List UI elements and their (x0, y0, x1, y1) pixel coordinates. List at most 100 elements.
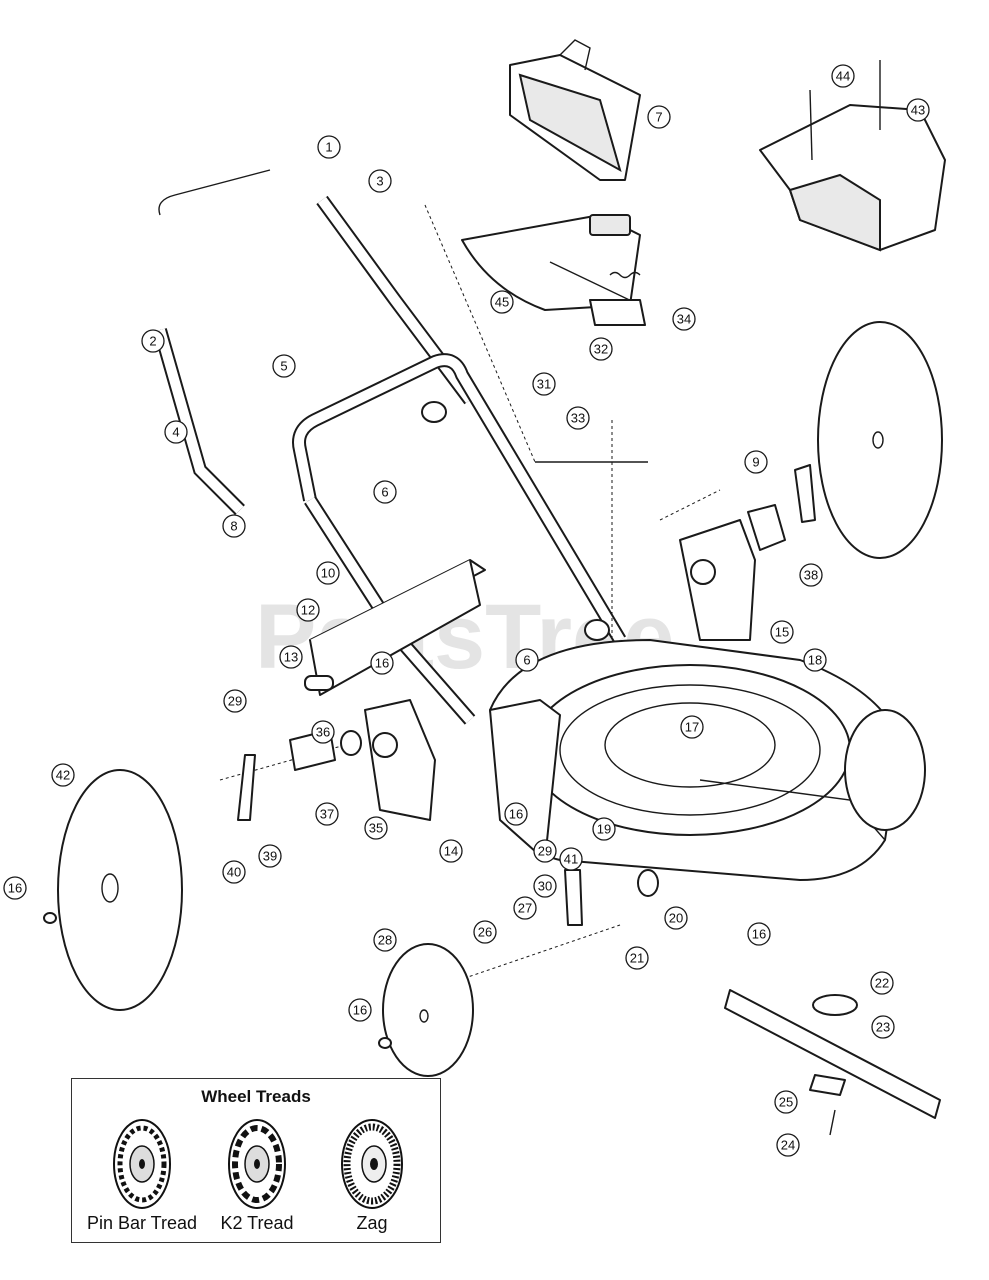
callout-30: 30 (533, 874, 557, 898)
callout-17: 17 (680, 715, 704, 739)
knob-upper (421, 401, 447, 423)
callout-number: 16 (509, 807, 523, 822)
callout-number: 19 (597, 822, 611, 837)
callout-number: 40 (227, 865, 241, 880)
callout-number: 37 (320, 807, 334, 822)
callout-number: 18 (808, 653, 822, 668)
callout-38: 38 (799, 563, 823, 587)
callout-number: 22 (875, 976, 889, 991)
height-lever-left (237, 754, 256, 821)
callout-number: 13 (284, 650, 298, 665)
callout-number: 1 (325, 140, 332, 155)
callout-number: 39 (263, 849, 277, 864)
callout-number: 21 (630, 951, 644, 966)
callout-number: 6 (523, 653, 530, 668)
callout-6: 6 (373, 480, 397, 504)
callout-12: 12 (296, 598, 320, 622)
callout-29: 29 (533, 839, 557, 863)
rear-axle-bracket-left (364, 699, 436, 821)
mulch-cover (759, 60, 946, 252)
callout-number: 17 (685, 720, 699, 735)
callout-number: 5 (280, 359, 287, 374)
callout-number: 35 (369, 821, 383, 836)
callout-10: 10 (316, 561, 340, 585)
callout-number: 16 (8, 881, 22, 896)
callout-number: 8 (230, 519, 237, 534)
tread-option-zag: Zag (312, 1117, 432, 1234)
callout-28: 28 (373, 928, 397, 952)
hinge-rod-assembly (549, 261, 646, 326)
callout-2: 2 (141, 329, 165, 353)
wheel-treads-legend: Wheel Treads Pin Bar Tread K2 Tread Zag (71, 1078, 441, 1243)
callout-labels: 1234567891012131415161616161617181920212… (3, 64, 930, 1157)
callout-number: 15 (775, 625, 789, 640)
callout-number: 31 (537, 377, 551, 392)
callout-number: 29 (228, 694, 242, 709)
callout-number: 41 (564, 852, 578, 867)
callout-1: 1 (317, 135, 341, 159)
callout-19: 19 (592, 817, 616, 841)
callout-45: 45 (490, 290, 514, 314)
callout-22: 22 (870, 971, 894, 995)
tread-label-pin-bar: Pin Bar Tread (86, 1213, 198, 1233)
callout-42: 42 (51, 763, 75, 787)
callout-number: 33 (571, 411, 585, 426)
height-lever-right (794, 464, 816, 523)
callout-8: 8 (222, 514, 246, 538)
callout-7: 7 (647, 105, 671, 129)
legend-title: Wheel Treads (201, 1087, 311, 1106)
callout-27: 27 (513, 896, 537, 920)
pin-bar-tread-wheel-icon (113, 1119, 171, 1209)
callout-number: 2 (149, 334, 156, 349)
callout-16: 16 (370, 651, 394, 675)
wheel-front (382, 943, 474, 1077)
callout-16: 16 (504, 802, 528, 826)
callout-15: 15 (770, 620, 794, 644)
callout-number: 36 (316, 725, 330, 740)
callout-number: 32 (594, 342, 608, 357)
callout-37: 37 (315, 802, 339, 826)
tread-label-zag: Zag (356, 1213, 388, 1233)
callout-number: 43 (911, 103, 925, 118)
callout-14: 14 (439, 839, 463, 863)
callout-32: 32 (589, 337, 613, 361)
rear-shield-bracket (304, 559, 486, 696)
callout-36: 36 (311, 720, 335, 744)
rear-axle-bracket-right (679, 519, 756, 641)
zag-tread-wheel-icon (341, 1119, 403, 1209)
mower-deck (489, 639, 926, 881)
callout-21: 21 (625, 946, 649, 970)
mower-blade (724, 989, 941, 1136)
callout-number: 16 (353, 1003, 367, 1018)
callout-number: 3 (376, 174, 383, 189)
callout-24: 24 (776, 1133, 800, 1157)
tread-label-k2: K2 Tread (220, 1213, 294, 1233)
leader-line (659, 489, 721, 521)
callout-number: 23 (876, 1020, 890, 1035)
callout-35: 35 (364, 816, 388, 840)
callout-16: 16 (3, 876, 27, 900)
hex-nut-front (378, 1037, 392, 1049)
callout-number: 9 (752, 455, 759, 470)
height-lever-front (564, 869, 583, 926)
k2-tread-wheel-icon (228, 1119, 286, 1209)
callout-3: 3 (368, 169, 392, 193)
callout-33: 33 (566, 406, 590, 430)
callout-4: 4 (164, 420, 188, 444)
callout-41: 41 (559, 847, 583, 871)
callout-34: 34 (672, 307, 696, 331)
callout-23: 23 (871, 1015, 895, 1039)
callout-number: 20 (669, 911, 683, 926)
callout-number: 30 (538, 879, 552, 894)
callout-number: 10 (321, 566, 335, 581)
callout-number: 26 (478, 925, 492, 940)
callout-number: 42 (56, 768, 70, 783)
callout-number: 34 (677, 312, 691, 327)
callout-13: 13 (279, 645, 303, 669)
tread-option-pin-bar: Pin Bar Tread (82, 1117, 202, 1234)
callout-number: 4 (172, 425, 179, 440)
tread-option-k2: K2 Tread (197, 1117, 317, 1234)
callout-number: 16 (375, 656, 389, 671)
hex-nut-left (43, 912, 57, 924)
